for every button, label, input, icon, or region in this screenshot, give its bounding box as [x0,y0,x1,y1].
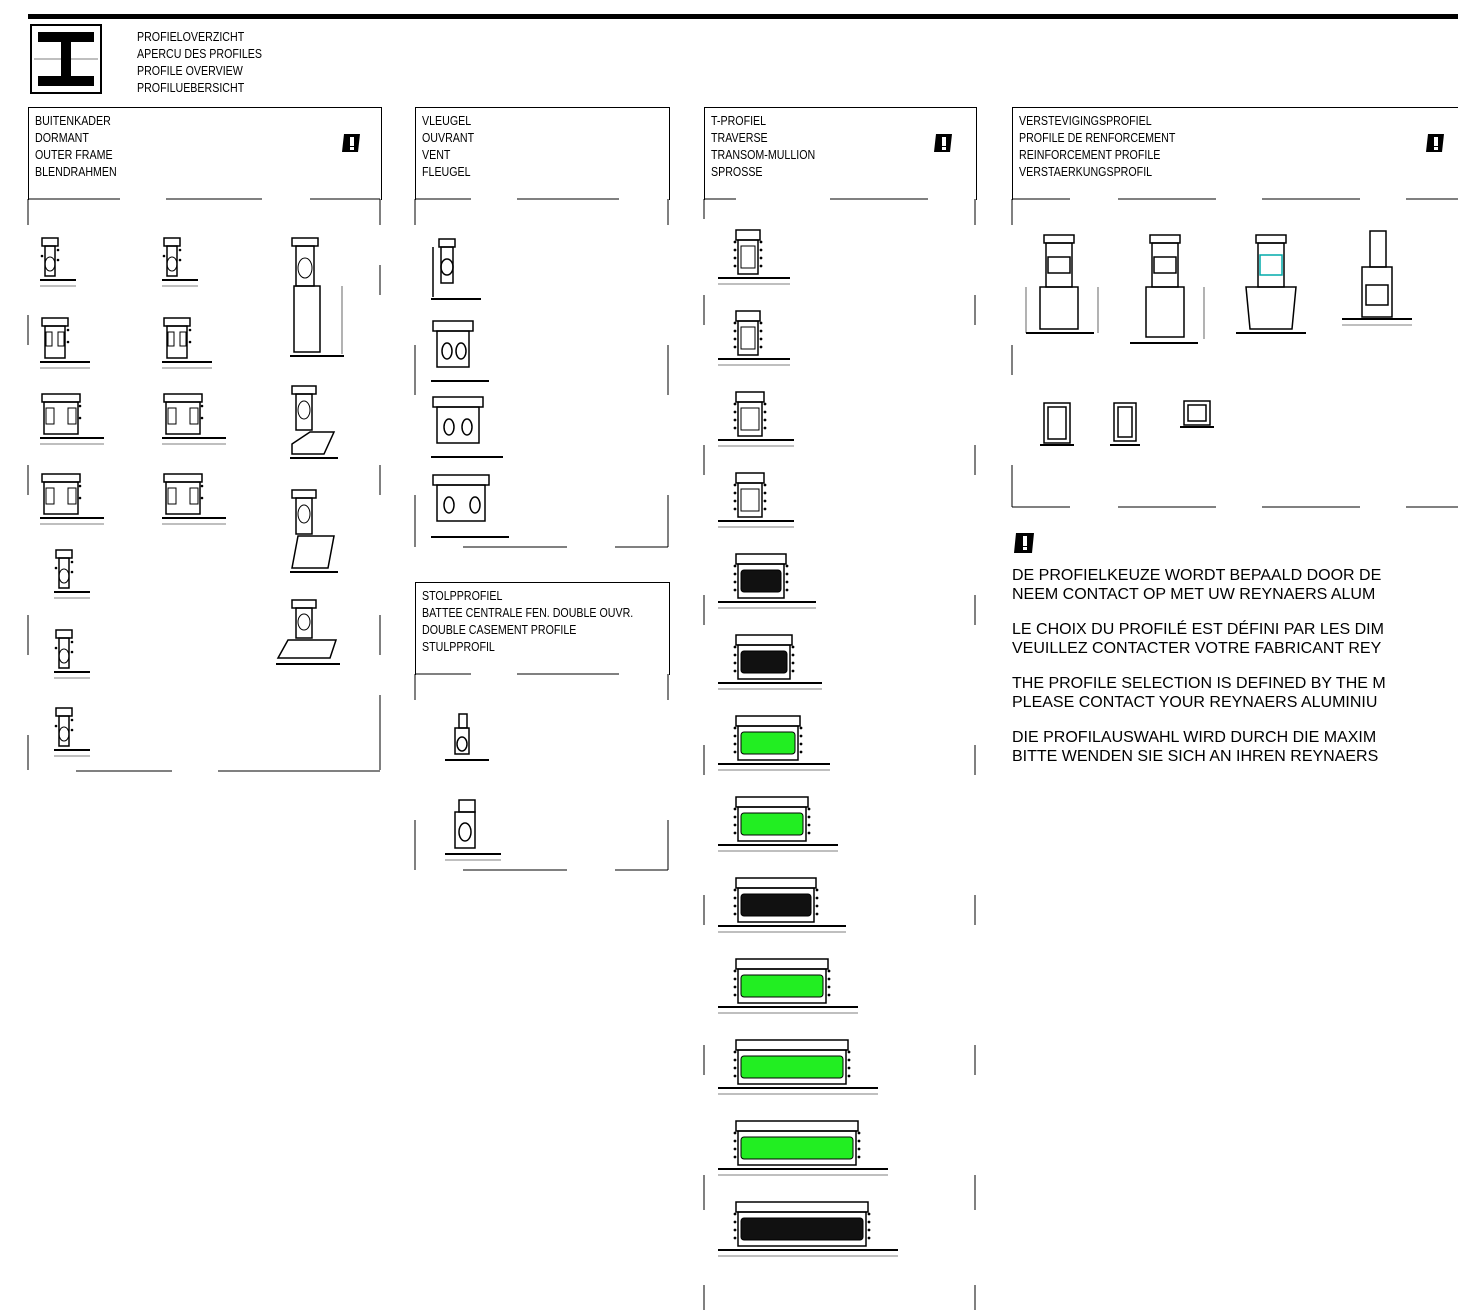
warning-icon [934,132,956,154]
section-line: TRAVERSE [711,130,768,145]
note-line: LE CHOIX DU PROFILÉ EST DÉFINI PAR LES D… [1012,621,1384,638]
outer-frame-section-header [28,107,382,200]
section-line: BATTEE CENTRALE FEN. DOUBLE OUVR. [422,605,634,620]
section-line: VLEUGEL [422,113,472,128]
t-profile-item [718,715,830,771]
title-line: APERCU DES PROFILES [137,46,262,61]
warning-icon [1014,531,1036,553]
warning-icon [342,132,364,154]
note-line: DIE PROFILAUSWAHL WIRD DURCH DIE MAXIM [1012,729,1377,746]
outer-frame-profile-set [40,237,344,757]
t-profile-item [718,472,794,528]
double-casement-section-header [415,582,670,675]
note-line: THE PROFILE SELECTION IS DEFINED BY THE … [1012,675,1386,692]
section-line: T-PROFIEL [711,113,767,128]
note-de: DIE PROFILAUSWAHL WIRD DURCH DIE MAXIM B… [1012,728,1458,766]
t-profile-title: T-PROFIEL TRAVERSE TRANSOM-MULLION SPROS… [711,112,815,180]
section-line: VENT [422,147,451,162]
t-profile-item [718,310,790,366]
note-line: BITTE WENDEN SIE SICH AN IHREN REYNAERS [1012,748,1379,765]
t-profile-frame-lines [703,198,976,1310]
note-line: DE PROFIELKEUZE WORDT BEPAALD DOOR DE [1012,567,1382,584]
reinforcement-section-header [1012,107,1458,200]
outer-frame-profiles-drawing [27,198,381,772]
reinforcement-title: VERSTEVIGINGSPROFIEL PROFILE DE RENFORCE… [1019,112,1175,180]
section-line: REINFORCEMENT PROFILE [1019,147,1161,162]
section-line: OUVRANT [422,130,475,145]
t-profile-profile-set [718,229,898,1257]
vent-section-header [415,107,670,200]
section-line: OUTER FRAME [35,147,113,162]
t-profile-item [718,1120,888,1176]
t-profile-item [718,1201,898,1257]
i-beam-logo-icon [30,24,102,94]
double-casement-title: STOLPPROFIEL BATTEE CENTRALE FEN. DOUBLE… [422,587,633,655]
t-profile-item [718,553,816,609]
t-profile-item [718,958,858,1014]
t-profile-item [718,1039,878,1095]
profile-selection-notes: DE PROFIELKEUZE WORDT BEPAALD DOOR DE NE… [1012,566,1458,782]
page-title: PROFIELOVERZICHT APERCU DES PROFILES PRO… [137,28,262,96]
section-line: STULPPROFIL [422,639,495,654]
reinforcement-profiles-drawing [1011,198,1458,508]
warning-icon [1426,132,1448,154]
t-profile-section-header [704,107,977,200]
t-profile-item [718,634,822,690]
note-line: VEUILLEZ CONTACTER VOTRE FABRICANT REY [1012,640,1382,657]
vent-profiles-drawing [414,198,669,548]
title-line: PROFILE OVERVIEW [137,63,243,78]
double-casement-profiles-drawing [414,673,669,871]
title-line: PROFILUEBERSICHT [137,80,245,95]
section-line: DOUBLE CASEMENT PROFILE [422,622,577,637]
note-fr: LE CHOIX DU PROFILÉ EST DÉFINI PAR LES D… [1012,620,1458,658]
note-nl: DE PROFIELKEUZE WORDT BEPAALD DOOR DE NE… [1012,566,1458,604]
outer-frame-title: BUITENKADER DORMANT OUTER FRAME BLENDRAH… [35,112,117,180]
note-line: NEEM CONTACT OP MET UW REYNAERS ALUM [1012,586,1376,603]
section-line: FLEUGEL [422,164,471,179]
section-line: PROFILE DE RENFORCEMENT [1019,130,1176,145]
note-line: PLEASE CONTACT YOUR REYNAERS ALUMINIU [1012,694,1378,711]
t-profile-item [718,391,794,447]
section-line: DORMANT [35,130,89,145]
section-line: BLENDRAHMEN [35,164,117,179]
section-line: VERSTEVIGINGSPROFIEL [1019,113,1152,128]
t-profile-item [718,877,846,933]
vent-title: VLEUGEL OUVRANT VENT FLEUGEL [422,112,474,180]
section-line: STOLPPROFIEL [422,588,503,603]
section-line: SPROSSE [711,164,763,179]
t-profile-item [718,229,790,285]
note-en: THE PROFILE SELECTION IS DEFINED BY THE … [1012,674,1458,712]
top-rule [28,14,1458,19]
section-line: BUITENKADER [35,113,111,128]
section-line: TRANSOM-MULLION [711,147,816,162]
section-line: VERSTAERKUNGSPROFIL [1019,164,1153,179]
t-profile-item [718,796,838,852]
title-line: PROFIELOVERZICHT [137,29,245,44]
